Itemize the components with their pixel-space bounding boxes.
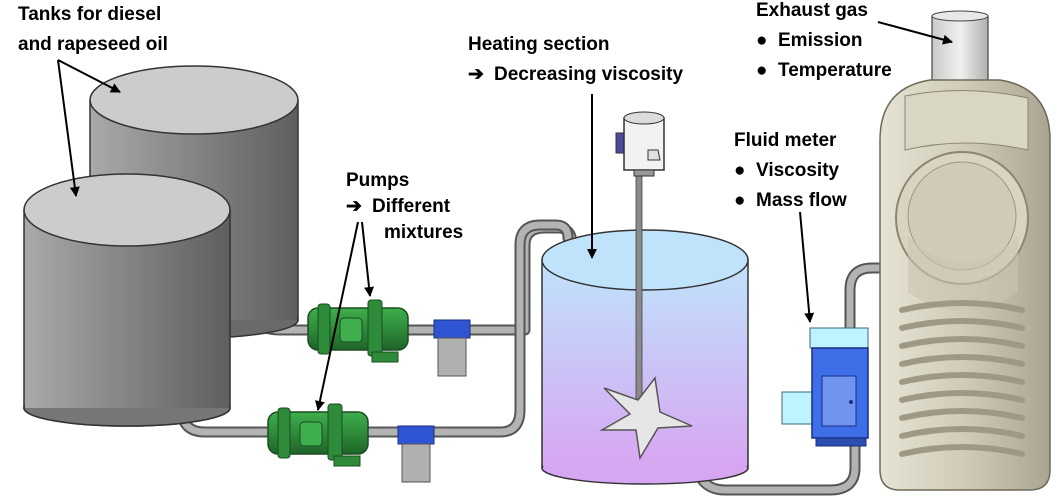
fluid-meter-label: Fluid meter ●Viscosity ●Mass flow: [734, 126, 847, 216]
pumps-sub2: mixtures: [384, 222, 464, 243]
burner-unit: [879, 79, 1051, 491]
storage-tank-front: [23, 173, 231, 427]
pumps-label: Pumps ➔Different mixtures: [346, 168, 463, 246]
right-arrow-icon: ➔: [346, 196, 362, 217]
exhaust-label: Exhaust gas ●Emission ●Temperature: [756, 0, 892, 86]
arrow-fluid-meter: [799, 211, 815, 323]
pump-upper: [307, 299, 409, 363]
pumps-title: Pumps: [346, 170, 410, 191]
leader-arrows: [57, 21, 953, 411]
filter-upper: [433, 319, 471, 377]
arrow-tank-back: [57, 59, 121, 93]
exhaust-stack: [931, 10, 989, 89]
heating-sub: ➔Decreasing viscosity: [468, 60, 683, 90]
exhaust-title: Exhaust gas: [756, 0, 868, 21]
tanks-label-line2: and rapeseed oil: [18, 34, 168, 55]
exhaust-item-temperature: ●Temperature: [756, 56, 892, 86]
stirrer-blade: [599, 376, 693, 461]
filter-lower: [397, 425, 435, 483]
burner-grille: [899, 300, 1025, 457]
arrow-pump-lower: [314, 221, 359, 411]
fluid-meter-item-mass-flow: ●Mass flow: [734, 186, 847, 216]
pump-lower: [267, 403, 369, 467]
stirrer-motor: [615, 111, 665, 177]
exhaust-item-emission: ●Emission: [756, 26, 892, 56]
fluid-meter-item-viscosity: ●Viscosity: [734, 156, 847, 186]
pumps-sub1: ➔Different: [346, 194, 463, 220]
tanks-label-line1: Tanks for diesel: [18, 4, 162, 25]
fluid-meter-title: Fluid meter: [734, 130, 837, 151]
right-arrow-icon: ➔: [468, 64, 484, 85]
heating-title: Heating section: [468, 34, 610, 55]
bullet-icon: ●: [756, 30, 768, 51]
arrow-exhaust: [877, 21, 953, 45]
bullet-icon: ●: [756, 60, 768, 81]
tanks-label: Tanks for diesel and rapeseed oil: [18, 0, 168, 60]
bullet-icon: ●: [734, 190, 746, 211]
arrow-pump-upper: [361, 221, 375, 297]
arrow-tank-front: [57, 59, 80, 197]
bullet-icon: ●: [734, 160, 746, 181]
heating-label: Heating section ➔Decreasing viscosity: [468, 30, 683, 90]
fluid-meter: [781, 327, 869, 447]
